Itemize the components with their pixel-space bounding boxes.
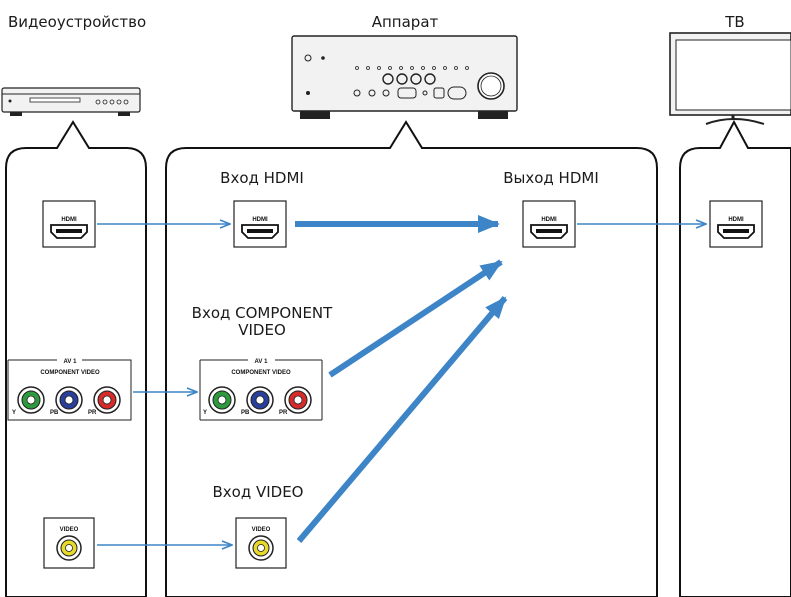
jack-pb (55, 386, 83, 414)
device-video-jack: VIDEO (43, 517, 95, 569)
jack-pb (246, 386, 274, 414)
y-label: Y (203, 410, 207, 416)
pr-label: PR (88, 410, 97, 416)
device-component-video-jacks: AV 1 COMPONENT VIDEO Y PB PR (7, 359, 132, 421)
y-label: Y (12, 410, 16, 416)
tv-panel (679, 119, 791, 597)
video-player-icon (1, 87, 141, 116)
component-in-label-line2: VIDEO (238, 321, 286, 339)
av-receiver-icon (291, 35, 518, 119)
video-device-panel (5, 120, 147, 597)
jack-pr (93, 386, 121, 414)
av-label: AV 1 (64, 359, 78, 365)
video-device-title: Видеоустройство (8, 13, 146, 31)
receiver-video-jack: VIDEO (235, 517, 287, 569)
hdmi-port-label: HDMI (61, 217, 77, 223)
arrow-component-to-hdmi-out (328, 259, 503, 378)
pb-label: PB (50, 410, 59, 416)
receiver-title: Аппарат (372, 13, 439, 31)
hdmi-port-label: HDMI (728, 217, 744, 223)
video-in-label: Вход VIDEO (212, 483, 303, 501)
component-video-label: COMPONENT VIDEO (40, 370, 100, 376)
component-video-label: COMPONENT VIDEO (231, 370, 291, 376)
video-port-label: VIDEO (60, 527, 79, 533)
jack-y (17, 386, 45, 414)
video-port-label: VIDEO (252, 527, 271, 533)
hdmi-port-label: HDMI (252, 217, 268, 223)
pr-label: PR (279, 410, 288, 416)
tv-icon (669, 32, 791, 125)
tv-title: ТВ (724, 13, 744, 31)
device-hdmi-port: HDMI (42, 200, 96, 248)
hdmi-port-label: HDMI (541, 217, 557, 223)
jack-y (208, 386, 236, 414)
arrow-video-to-hdmi-out (296, 296, 508, 543)
jack-pr (284, 386, 312, 414)
pb-label: PB (241, 410, 250, 416)
receiver-component-video-jacks: AV 1 COMPONENT VIDEO Y PB PR (199, 359, 323, 421)
hdmi-out-label: Выход HDMI (503, 169, 599, 187)
receiver-hdmi-out-port: HDMI (522, 200, 576, 248)
receiver-hdmi-in-port: HDMI (233, 200, 287, 248)
av-label: AV 1 (255, 359, 269, 365)
hdmi-in-label: Вход HDMI (220, 169, 304, 187)
component-in-label-line1: Вход COMPONENT (192, 304, 333, 322)
tv-hdmi-port: HDMI (709, 200, 763, 248)
